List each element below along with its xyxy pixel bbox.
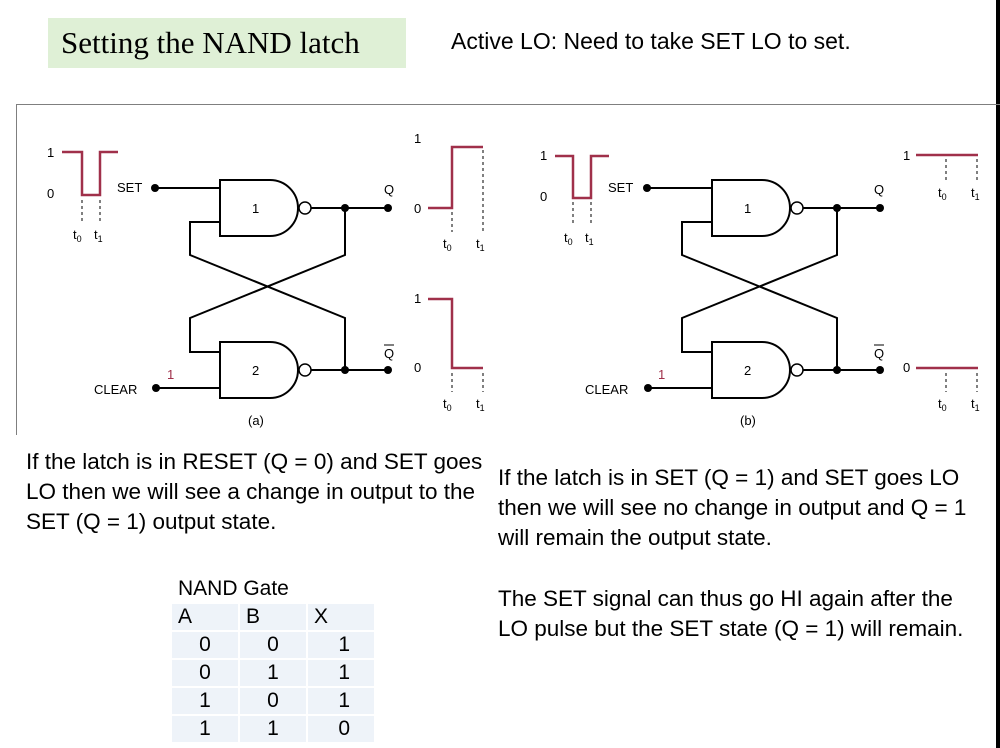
wave-hi-label: 1 (414, 291, 421, 306)
clear-level-label: 1 (658, 367, 665, 382)
wave-lo-label: 0 (540, 189, 547, 204)
clear-input-label: CLEAR (585, 382, 628, 397)
t0-label: t0 (564, 230, 573, 247)
qbar-waveform-b: 0 t0 t1 (903, 360, 980, 413)
qbar-output-label: Q (384, 346, 394, 361)
wave-hi-label: 1 (47, 145, 54, 160)
wave-lo-label: 0 (47, 186, 54, 201)
wave-lo-label: 0 (903, 360, 910, 375)
set-input-label: SET (117, 180, 142, 195)
set-remains-explanation: The SET signal can thus go HI again afte… (498, 586, 964, 641)
inverter-bubble-1 (298, 201, 312, 215)
slide-title: Setting the NAND latch (61, 25, 360, 60)
table-cell: 0 (238, 630, 308, 660)
table-cell: 0 (306, 714, 376, 744)
qbar-waveform-a: 1 0 t0 t1 (414, 291, 485, 413)
t0-label: t0 (73, 227, 82, 244)
table-row: 0 1 1 (170, 658, 376, 688)
table-cell: 0 (170, 658, 240, 688)
t0-label: t0 (443, 236, 452, 253)
set-no-change-explanation: If the latch is in SET (Q = 1) and SET g… (498, 465, 967, 550)
panel-a: 1 0 t0 t1 SET CLEAR 1 1 Q 2 Q (47, 131, 485, 428)
t0-label: t0 (443, 396, 452, 413)
t1-label: t1 (585, 230, 594, 247)
qbar-output-label: Q (874, 346, 884, 361)
q-waveform-b: 1 t0 t1 (903, 148, 980, 202)
wave-hi-label: 1 (540, 148, 547, 163)
table-cell: 1 (170, 714, 240, 744)
t1-label: t1 (476, 396, 485, 413)
nand-latch-diagram: 1 0 t0 t1 SET CLEAR 1 1 Q 2 Q (47, 131, 980, 428)
table-cell: 1 (306, 630, 376, 660)
qbar-output-terminal (876, 366, 884, 374)
reset-to-set-explanation: If the latch is in RESET (Q = 0) and SET… (26, 449, 483, 534)
cross-wire-q (681, 208, 838, 353)
truth-table-header: X (306, 602, 376, 632)
wave-lo-label: 0 (414, 360, 421, 375)
table-cell: 1 (306, 658, 376, 688)
q-output-terminal (384, 204, 392, 212)
cross-wire-qbar (681, 221, 838, 370)
table-cell: 1 (306, 686, 376, 716)
t1-label: t1 (94, 227, 103, 244)
table-cell: 1 (238, 714, 308, 744)
set-input-label: SET (608, 180, 633, 195)
table-row: 1 1 0 (170, 714, 376, 744)
t1-label: t1 (971, 396, 980, 413)
panel-b-label: (b) (740, 413, 756, 428)
inverter-bubble-2 (790, 363, 804, 377)
table-cell: 1 (238, 658, 308, 688)
nand-gate-1 (219, 179, 299, 237)
set-waveform-a: 1 0 t0 t1 (47, 145, 118, 244)
q-output-label: Q (384, 182, 394, 197)
wave-hi-label: 1 (414, 131, 421, 146)
qbar-output-terminal (384, 366, 392, 374)
gate-1-number: 1 (744, 201, 751, 216)
wave-hi-label: 1 (903, 148, 910, 163)
inverter-bubble-2 (298, 363, 312, 377)
table-row: 1 0 1 (170, 686, 376, 716)
q-output-terminal (876, 204, 884, 212)
panel-a-label: (a) (248, 413, 264, 428)
panel-b: 1 0 t0 t1 SET CLEAR 1 1 Q 2 Q 1 (540, 148, 980, 428)
set-waveform-b: 1 0 t0 t1 (540, 148, 609, 247)
cross-wire-qbar (189, 221, 346, 370)
nand-gate-2 (711, 341, 791, 399)
nand-gate-1 (711, 179, 791, 237)
wave-lo-label: 0 (414, 201, 421, 216)
nand-gate-2 (219, 341, 299, 399)
title-box (48, 18, 406, 68)
diagram-frame (16, 104, 1000, 435)
t1-label: t1 (476, 236, 485, 253)
t0-label: t0 (938, 396, 947, 413)
truth-table-caption: NAND Gate (170, 574, 308, 604)
table-cell: 1 (170, 686, 240, 716)
table-cell: 0 (170, 630, 240, 660)
cross-wire-q (189, 208, 346, 353)
slide-subtitle: Active LO: Need to take SET LO to set. (451, 28, 851, 54)
nand-truth-table: NAND Gate A B X 0 0 1 0 1 1 1 0 1 1 1 0 (170, 574, 376, 744)
q-waveform-a: 1 0 t0 t1 (414, 131, 485, 253)
truth-table-header: A (170, 602, 240, 632)
t0-label: t0 (938, 185, 947, 202)
gate-2-number: 2 (252, 363, 259, 378)
slide-right-border (996, 0, 1000, 748)
table-cell: 0 (238, 686, 308, 716)
clear-level-label: 1 (167, 367, 174, 382)
gate-1-number: 1 (252, 201, 259, 216)
gate-2-number: 2 (744, 363, 751, 378)
t1-label: t1 (971, 185, 980, 202)
clear-input-label: CLEAR (94, 382, 137, 397)
q-output-label: Q (874, 182, 884, 197)
truth-table-header: B (238, 602, 308, 632)
table-row: 0 0 1 (170, 630, 376, 660)
inverter-bubble-1 (790, 201, 804, 215)
